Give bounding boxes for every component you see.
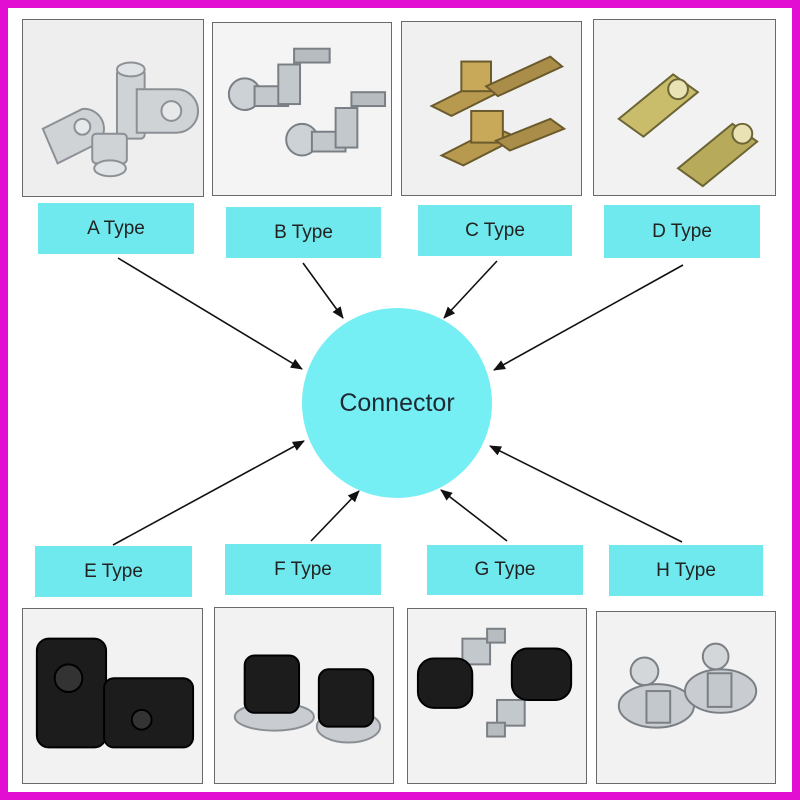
label-g-type: G Type [427,545,583,595]
photo-e-type [22,608,203,784]
label-b-type: B Type [226,207,381,258]
photo-b-type [212,22,392,196]
photo-d-type [593,19,776,196]
label-h-type: H Type [609,545,763,596]
connector-label: Connector [339,388,455,417]
label-d-type: D Type [604,205,760,258]
photo-h-type [596,611,776,784]
label-a-type: A Type [38,203,194,254]
photo-c-type [401,21,582,196]
connector-node: Connector [302,308,492,498]
photo-f-type [214,607,394,784]
label-c-type: C Type [418,205,572,256]
photo-g-type [407,608,587,784]
label-e-type: E Type [35,546,192,597]
label-f-type: F Type [225,544,381,595]
photo-a-type [22,19,204,197]
